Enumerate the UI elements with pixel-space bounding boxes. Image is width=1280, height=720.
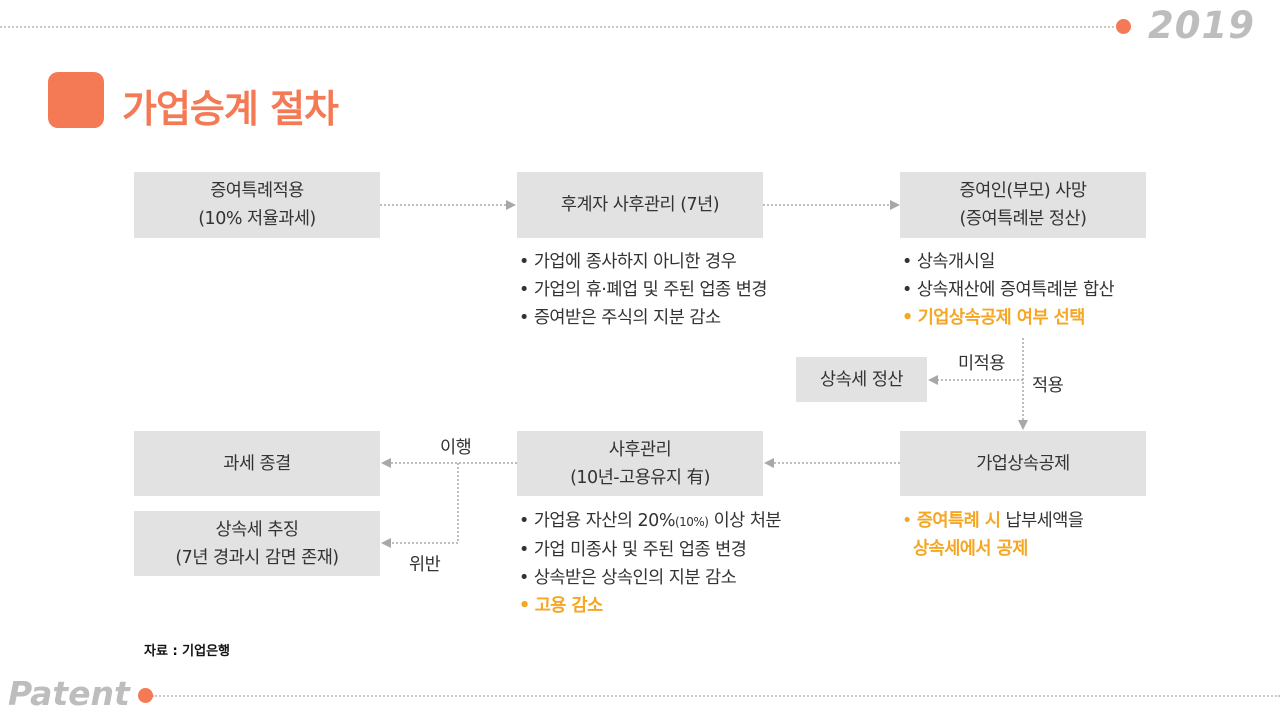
note-highlight: 증여특례 시 — [916, 511, 1001, 531]
year-label: 2019 — [1148, 4, 1255, 47]
box-tax-collection-line1: 상속세 추징 — [215, 519, 299, 540]
list-item: 증여특례 시 납부세액을 — [902, 507, 1084, 535]
box-gift-special: 증여특례적용 (10% 저율과세) — [134, 172, 380, 238]
list-death-items: 상속개시일 상속재산에 증여특례분 합산 기업상속공제 여부 선택 — [902, 248, 1115, 332]
list-item: 가업용 자산의 20%(10%) 이상 처분 — [519, 507, 782, 536]
footer-dot — [138, 688, 153, 703]
list-deduction-note: 증여특례 시 납부세액을 상속세에서 공제 — [902, 507, 1084, 563]
label-fulfilled: 이행 — [440, 438, 472, 458]
arrow-violation-to-collect — [381, 463, 459, 548]
box-tax-end-line1: 과세 종결 — [223, 453, 291, 474]
box-tax-collection-line2: (7년 경과시 감면 존재) — [175, 547, 339, 568]
box-donor-death-line1: 증여인(부모) 사망 — [959, 181, 1087, 201]
list-item-highlight: 기업상속공제 여부 선택 — [902, 304, 1114, 332]
label-applied: 적용 — [1032, 376, 1064, 396]
label-violation: 위반 — [409, 555, 441, 575]
box-post-management-line1: 사후관리 — [608, 439, 672, 460]
list-item: 증여받은 주식의 지분 감소 — [519, 304, 767, 332]
source-note: 자료 : 기업은행 — [144, 644, 231, 659]
list-item-text: 이상 처분 — [708, 511, 782, 531]
box-gift-special-line1: 증여특례적용 — [210, 181, 304, 201]
list-successor-conditions: 가업에 종사하지 아니한 경우 가업의 휴·폐업 및 주된 업종 변경 증여받은… — [519, 248, 768, 332]
footer-dotted-line — [152, 695, 1280, 697]
list-item: 상속받은 상속인의 지분 감소 — [519, 564, 781, 592]
note-highlight: 상속세에서 공제 — [913, 539, 1028, 559]
box-tax-end: 과세 종결 — [134, 431, 380, 496]
note-text: 납부세액을 — [1000, 511, 1084, 531]
list-item-highlight: 고용 감소 — [519, 592, 781, 620]
list-item: 상속재산에 증여특례분 합산 — [902, 276, 1115, 304]
list-item-text: 가업용 자산의 20% — [533, 511, 676, 531]
header-dot — [1116, 19, 1131, 34]
box-tax-collection: 상속세 추징 (7년 경과시 감면 존재) — [134, 511, 380, 576]
box-donor-death-line2: (증여특례분 정산) — [959, 209, 1087, 229]
page-title: 가업승계 절차 — [122, 87, 339, 131]
box-successor-management-line1: 후계자 사후관리 (7년) — [560, 195, 720, 215]
list-item-small-text: (10%) — [674, 515, 709, 529]
box-post-management-line2: (10년-고용유지 有) — [570, 467, 710, 488]
list-item: 가업 미종사 및 주된 업종 변경 — [519, 536, 781, 564]
title-badge — [48, 72, 104, 128]
list-item: 상속개시일 — [902, 248, 1114, 276]
box-gift-special-line2: (10% 저율과세) — [198, 209, 316, 229]
box-business-deduction-line1: 가업상속공제 — [976, 453, 1070, 474]
box-inheritance-settlement: 상속세 정산 — [796, 357, 927, 402]
list-item: 가업에 종사하지 아니한 경우 — [519, 248, 767, 276]
box-inheritance-settlement-line1: 상속세 정산 — [819, 369, 904, 390]
note-line2: 상속세에서 공제 — [902, 535, 1083, 563]
box-donor-death: 증여인(부모) 사망 (증여특례분 정산) — [900, 172, 1146, 238]
label-not-applied: 미적용 — [958, 354, 1005, 374]
box-successor-management: 후계자 사후관리 (7년) — [517, 172, 763, 238]
list-post-conditions: 가업용 자산의 20%(10%) 이상 처분 가업 미종사 및 주된 업종 변경… — [519, 507, 782, 620]
box-post-management: 사후관리 (10년-고용유지 有) — [517, 431, 763, 496]
list-item: 가업의 휴·폐업 및 주된 업종 변경 — [519, 276, 768, 304]
box-business-deduction: 가업상속공제 — [900, 431, 1146, 496]
header-dotted-line — [0, 26, 1118, 28]
footer-brand: Patent — [8, 674, 130, 713]
